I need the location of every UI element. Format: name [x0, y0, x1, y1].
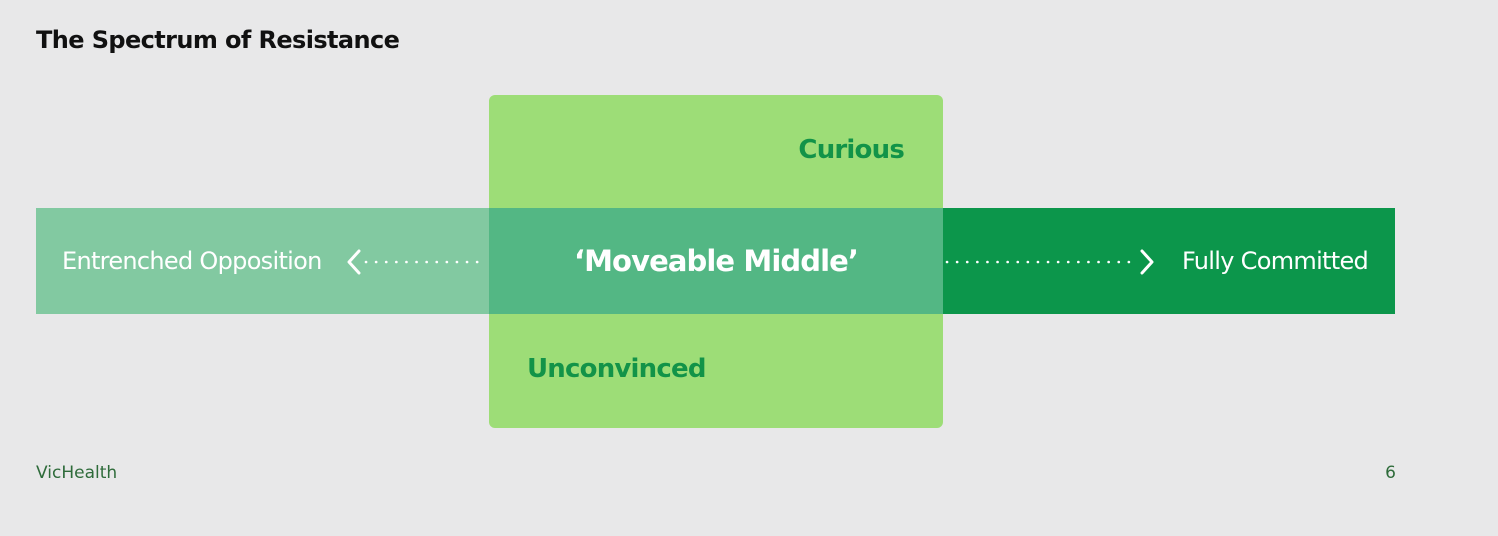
- fully-committed-label: Fully Committed: [1182, 247, 1369, 275]
- footer-brand: VicHealth: [36, 463, 118, 483]
- page-number: 6: [1385, 463, 1396, 483]
- moveable-middle-label: ‘Moveable Middle’: [573, 244, 859, 278]
- right-dotted-arrow: [945, 249, 1154, 275]
- entrenched-opposition-label: Entrenched Opposition: [62, 247, 322, 275]
- slide-title: The Spectrum of Resistance: [36, 26, 400, 54]
- entrenched-opposition-band: [36, 208, 489, 314]
- chevron-left-icon: [347, 249, 361, 275]
- chevron-right-icon: [1140, 249, 1154, 275]
- moveable-middle-overlap: [489, 208, 943, 314]
- left-dotted-arrow: [347, 249, 486, 275]
- curious-label: Curious: [798, 135, 904, 165]
- unconvinced-label: Unconvinced: [527, 354, 706, 384]
